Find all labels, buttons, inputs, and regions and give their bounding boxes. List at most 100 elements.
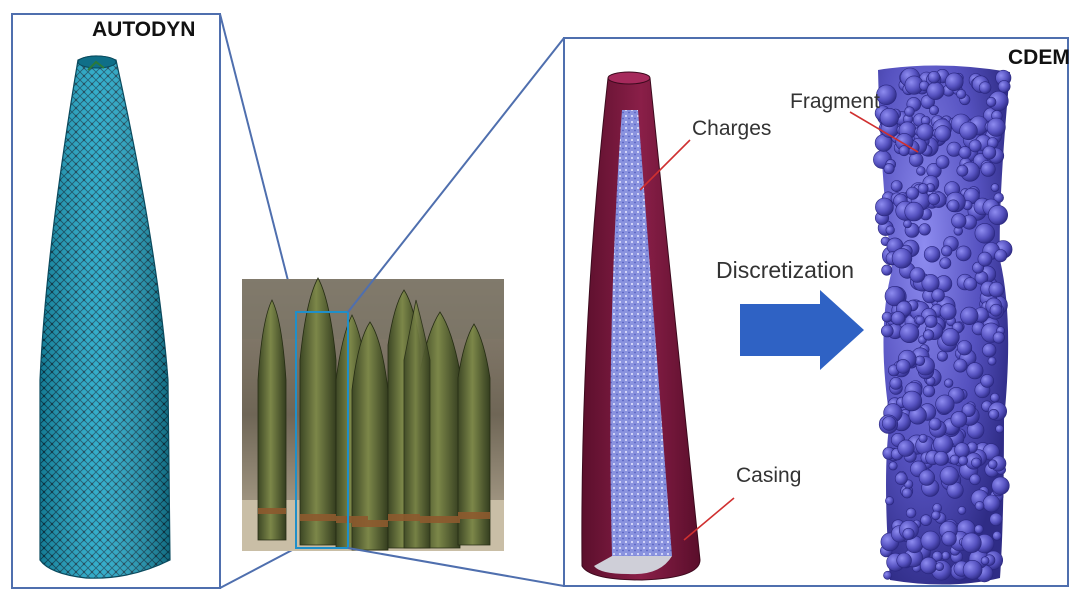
- fragment-sphere: [966, 362, 984, 380]
- fragment-sphere: [941, 328, 960, 347]
- fragment-sphere: [897, 439, 915, 457]
- fragment-sphere: [989, 512, 1003, 527]
- sectioned-shell-model: [581, 71, 701, 581]
- fragment-sphere: [959, 121, 978, 141]
- fragment-sphere: [956, 89, 967, 100]
- fragment-sphere: [982, 343, 997, 358]
- right-arrow-icon: [740, 290, 864, 370]
- fragment-sphere: [968, 139, 982, 153]
- fragment-sphere: [939, 257, 952, 269]
- fragment-sphere: [875, 197, 894, 217]
- fragment-sphere: [990, 183, 1000, 192]
- casing-leader-line: [683, 497, 735, 541]
- fragment-sphere: [997, 80, 1011, 93]
- fragment-sphere: [957, 506, 967, 515]
- fragment-sphere: [904, 201, 924, 222]
- fragment-sphere: [920, 514, 932, 527]
- fragment-sphere: [881, 264, 893, 276]
- fragment-sphere: [945, 72, 964, 92]
- fragment-sphere: [881, 416, 897, 431]
- fragment-sphere: [879, 107, 899, 128]
- fragment-sphere: [962, 559, 983, 580]
- fragment-sphere: [950, 411, 968, 428]
- fragment-sphere: [901, 390, 923, 412]
- fragment-sphere: [974, 524, 984, 534]
- fragment-sphere: [933, 450, 949, 466]
- fragment-sphere: [923, 246, 941, 263]
- connector-line: [347, 37, 565, 313]
- fragment-label: Fragment: [790, 90, 880, 113]
- fragment-sphere: [993, 192, 1004, 203]
- fragment-sphere: [915, 315, 925, 325]
- fragment-sphere: [974, 501, 985, 511]
- fragment-sphere: [928, 105, 939, 116]
- fragment-sphere: [939, 303, 957, 321]
- fragment-sphere: [947, 199, 960, 212]
- fragment-sphere: [934, 125, 952, 142]
- fragment-sphere: [949, 454, 960, 465]
- fragment-sphere: [889, 376, 903, 390]
- fragment-sphere: [922, 329, 935, 341]
- fragment-sphere: [880, 324, 894, 338]
- fragment-sphere: [956, 164, 969, 177]
- fragment-sphere: [926, 81, 945, 100]
- fragment-sphere: [980, 161, 996, 177]
- fragment-cloud-model: [873, 65, 1013, 585]
- fragment-sphere: [909, 267, 926, 283]
- fragment-sphere: [994, 249, 1008, 263]
- fragment-sphere: [986, 117, 1006, 137]
- fragment-sphere: [941, 531, 957, 547]
- fragment-sphere: [937, 350, 948, 362]
- fragment-sphere: [931, 288, 945, 302]
- fragment-sphere: [904, 106, 915, 117]
- fragment-sphere: [955, 245, 972, 262]
- fragment-sphere: [890, 311, 906, 326]
- fragment-sphere: [920, 530, 941, 551]
- fragment-sphere: [905, 507, 917, 519]
- charges-leader-line: [639, 139, 691, 191]
- fragment-sphere: [956, 340, 973, 356]
- fragment-sphere: [884, 286, 905, 307]
- fragment-sphere: [899, 323, 920, 344]
- fragment-sphere: [918, 223, 931, 236]
- fragment-sphere: [988, 408, 1000, 420]
- fragment-sphere: [888, 461, 898, 471]
- fragment-sphere: [951, 213, 967, 229]
- fragment-sphere: [982, 145, 997, 160]
- fragment-sphere: [901, 487, 913, 499]
- fragment-sphere: [990, 392, 1000, 403]
- fragment-sphere: [894, 472, 908, 485]
- fragment-sphere: [883, 163, 895, 175]
- discretization-label: Discretization: [716, 257, 854, 283]
- charges-label: Charges: [692, 117, 771, 140]
- fragment-sphere: [895, 359, 911, 374]
- fragment-sphere: [941, 551, 951, 561]
- fragment-sphere: [902, 527, 915, 540]
- fragment-sphere: [885, 496, 895, 506]
- fragment-leader-line: [849, 111, 919, 153]
- fragment-sphere: [961, 403, 976, 417]
- fragment-sphere: [958, 146, 972, 159]
- fragment-sphere: [928, 417, 942, 431]
- fragment-sphere: [987, 459, 998, 470]
- fragment-sphere: [953, 358, 968, 373]
- fragment-sphere: [935, 394, 955, 414]
- fragment-sphere: [914, 355, 926, 366]
- fragment-sphere: [987, 356, 997, 366]
- fragment-sphere: [931, 510, 941, 521]
- fragment-sphere: [991, 476, 1010, 495]
- fragment-sphere: [944, 378, 954, 388]
- fragment-sphere: [988, 281, 1005, 298]
- cdem-label: CDEM: [1008, 46, 1070, 69]
- fragment-sphere: [922, 385, 936, 398]
- connector-line: [347, 547, 565, 587]
- fragment-sphere: [918, 433, 928, 443]
- fragment-sphere: [927, 70, 941, 84]
- connector-line: [219, 547, 297, 589]
- fragment-sphere: [921, 274, 940, 293]
- fragment-sphere: [919, 556, 938, 575]
- fragment-sphere: [927, 193, 941, 206]
- fragment-sphere: [939, 466, 959, 486]
- fragment-sphere: [989, 303, 1003, 317]
